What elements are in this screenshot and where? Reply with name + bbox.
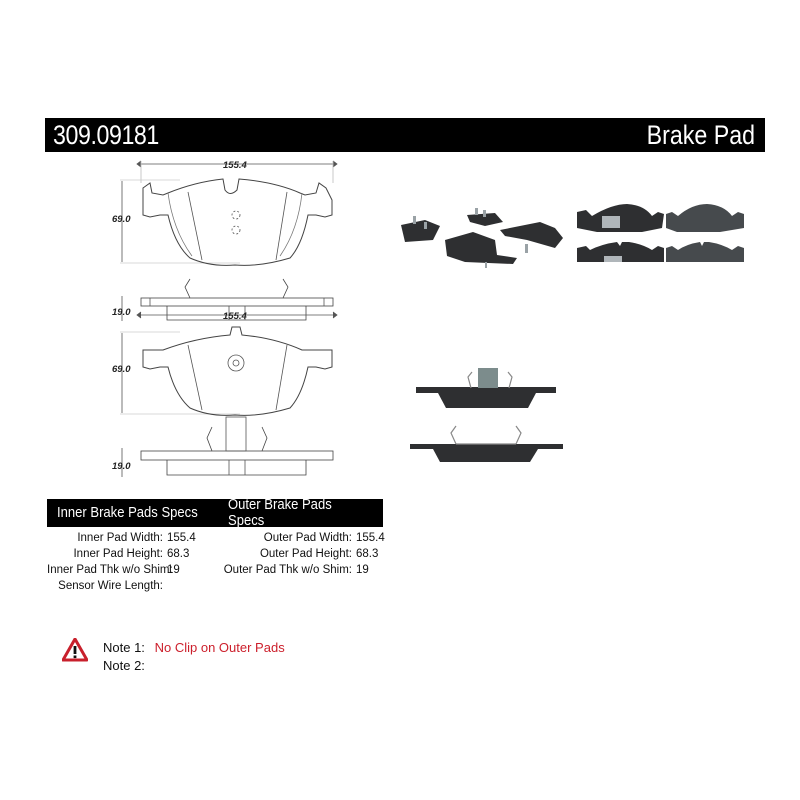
- spec-label: Outer Pad Thk w/o Shim:: [223, 564, 352, 576]
- inner-width-dim: 155.4: [223, 160, 247, 171]
- inner-thickness-dim: 19.0: [112, 307, 131, 318]
- technical-drawing: 155.4 69.0 19.0 155.4 69.0 19.0: [40, 155, 370, 500]
- product-type: Brake Pad: [646, 119, 755, 150]
- note-2-label: Note 2:: [103, 658, 145, 673]
- outer-width-dim: 155.4: [223, 311, 247, 322]
- spec-row: Outer Pad Height: 68.3: [220, 546, 385, 562]
- spec-row: Sensor Wire Length:: [47, 578, 196, 594]
- spec-value: 155.4: [167, 532, 196, 544]
- outer-thickness-dim: 19.0: [112, 461, 131, 472]
- spec-label: Sensor Wire Length:: [58, 580, 163, 592]
- outer-specs-title: Outer Brake Pads Specs: [228, 497, 332, 529]
- spec-value: 19: [167, 564, 180, 576]
- spec-label: Outer Pad Width:: [263, 532, 352, 544]
- spec-row: Inner Pad Width: 155.4: [47, 530, 196, 546]
- spec-value: 68.3: [356, 548, 379, 560]
- spec-value: 19: [356, 564, 369, 576]
- warning-triangle-icon: [62, 638, 88, 662]
- spec-row: Outer Pad Thk w/o Shim: 19: [220, 562, 385, 578]
- inner-specs-list: Inner Pad Width: 155.4 Inner Pad Height:…: [47, 530, 196, 594]
- spec-row: Inner Pad Height: 68.3: [47, 546, 196, 562]
- specs-header-bar: Inner Brake Pads Specs Outer Brake Pads …: [47, 497, 383, 529]
- pad-set-angled-photo: [395, 200, 565, 280]
- inner-height-dim: 69.0: [112, 214, 131, 225]
- part-number: 309.09181: [53, 119, 159, 150]
- spec-label: Outer Pad Height:: [259, 548, 352, 560]
- note-1-label: Note 1:: [103, 640, 145, 655]
- note-2: Note 2:: [103, 657, 285, 675]
- header-bar: 309.09181 Brake Pad: [45, 118, 765, 152]
- inner-specs-title: Inner Brake Pads Specs: [57, 505, 198, 521]
- note-1-text: No Clip on Outer Pads: [154, 640, 285, 655]
- outer-specs-list: Outer Pad Width: 155.4 Outer Pad Height:…: [220, 530, 385, 578]
- note-1: Note 1: No Clip on Outer Pads: [103, 639, 285, 657]
- spec-label: Inner Pad Height:: [73, 548, 163, 560]
- pad-set-front-back-photo: [572, 202, 748, 288]
- spec-value: 155.4: [356, 532, 385, 544]
- spec-row: Outer Pad Width: 155.4: [220, 530, 385, 546]
- spec-value: 68.3: [167, 548, 190, 560]
- pad-side-profile-photo: [398, 360, 565, 470]
- spec-row: Inner Pad Thk w/o Shim: 19: [47, 562, 196, 578]
- outer-height-dim: 69.0: [112, 364, 131, 375]
- spec-label: Inner Pad Thk w/o Shim:: [47, 564, 173, 576]
- spec-label: Inner Pad Width:: [77, 532, 163, 544]
